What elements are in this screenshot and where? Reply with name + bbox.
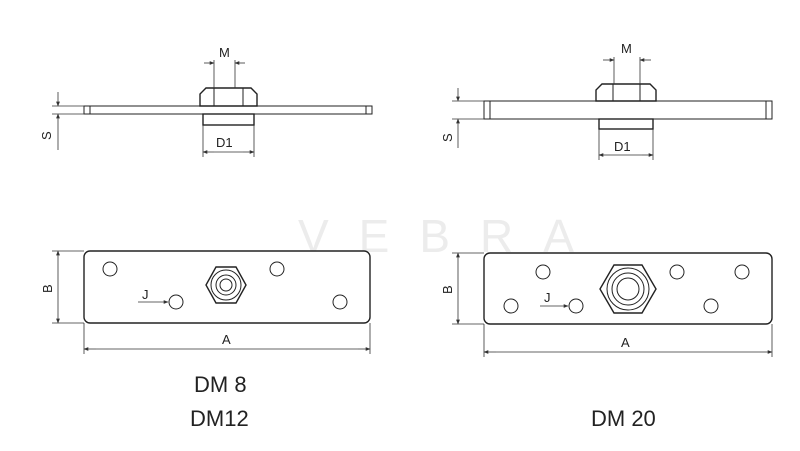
right-hole — [703, 298, 719, 314]
left-hole — [332, 294, 348, 310]
right-a-label: A — [621, 335, 630, 350]
left-side-view: M S D1 — [39, 45, 373, 157]
left-insert-side — [202, 113, 255, 126]
left-hole — [102, 261, 118, 277]
right-model-label: DM 20 — [591, 406, 656, 431]
left-s-label: S — [39, 131, 54, 140]
left-model-label: DM 8 — [194, 372, 247, 397]
left-plate-side — [83, 105, 373, 115]
left-hole — [168, 294, 184, 310]
left-d1-label: D1 — [216, 135, 233, 150]
right-plate-side — [483, 100, 773, 120]
right-d1-label: D1 — [614, 139, 631, 154]
right-j-label: J — [544, 290, 551, 305]
left-j-label: J — [142, 287, 149, 302]
left-top-view: J B A — [40, 250, 371, 354]
right-side-view: M S D1 — [440, 41, 773, 160]
right-b-label: B — [440, 285, 455, 294]
right-hole — [535, 264, 551, 280]
left-model-label: DM12 — [190, 406, 249, 431]
right-hole — [503, 298, 519, 314]
right-top-view: J B A — [440, 252, 773, 357]
right-hex-nut-side — [595, 83, 657, 102]
left-hex-nut-top — [205, 266, 247, 304]
right-insert-side — [598, 118, 654, 130]
right-m-label: M — [621, 41, 632, 56]
right-hole — [669, 264, 685, 280]
right-s-label: S — [440, 133, 455, 142]
left-b-label: B — [40, 284, 55, 293]
left-a-label: A — [222, 332, 231, 347]
left-m-label: M — [219, 45, 230, 60]
left-hole — [269, 261, 285, 277]
right-hole — [734, 264, 750, 280]
left-hex-nut-side — [199, 87, 258, 107]
right-hex-nut-top — [599, 264, 657, 314]
right-hole — [568, 298, 584, 314]
